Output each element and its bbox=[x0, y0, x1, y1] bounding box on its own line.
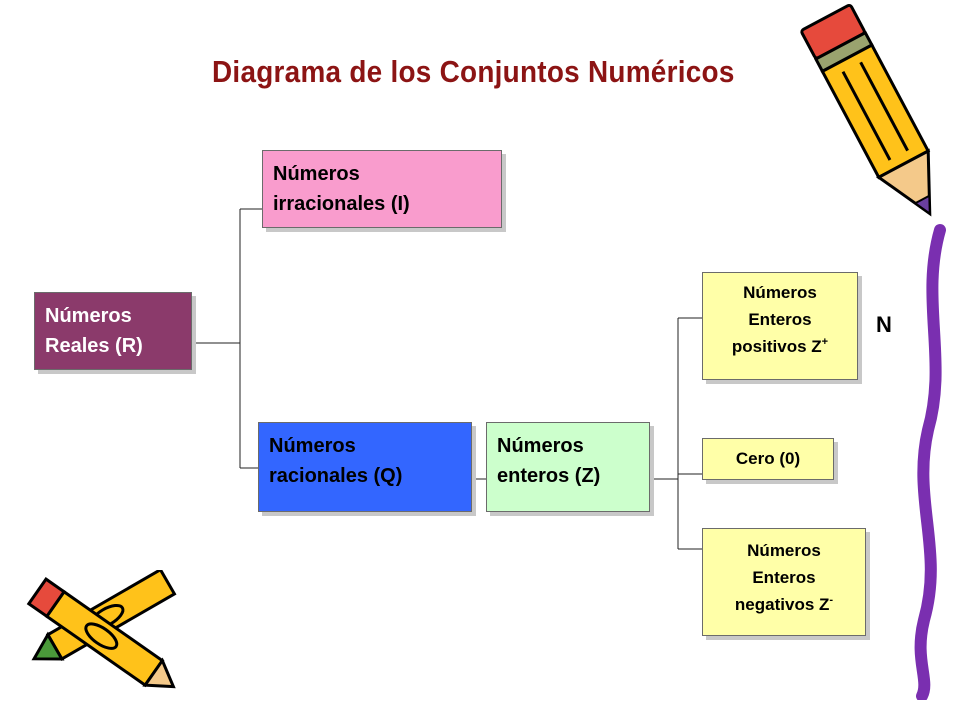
node-enteros-line-2: enteros (Z) bbox=[497, 465, 601, 487]
node-negativos-line-2: Enteros bbox=[752, 568, 816, 587]
n-label: N bbox=[876, 312, 892, 337]
node-negativos-line-3: negativos Z- bbox=[707, 591, 861, 618]
superscript-plus: + bbox=[821, 336, 829, 348]
node-racionales: Números racionales (Q) bbox=[258, 422, 472, 512]
node-reales: Números Reales (R) bbox=[34, 292, 192, 370]
node-racionales-line-2: racionales (Q) bbox=[269, 465, 403, 487]
page-title: Diagrama de los Conjuntos Numéricos bbox=[212, 54, 735, 89]
node-reales-line-2: Reales (R) bbox=[45, 335, 143, 357]
node-enteros-line-1: Números bbox=[497, 435, 584, 457]
node-positivos-line-3: positivos Z+ bbox=[707, 333, 853, 360]
superscript-minus: - bbox=[829, 594, 834, 606]
node-enteros: Números enteros (Z) bbox=[486, 422, 650, 512]
node-positivos-line-3-text: positivos Z bbox=[731, 337, 822, 356]
node-negativos: Números Enteros negativos Z- bbox=[702, 528, 866, 636]
node-cero: Cero (0) bbox=[702, 438, 834, 480]
node-irracionales: Números irracionales (I) bbox=[262, 150, 502, 228]
node-irracionales-line-2: irracionales (I) bbox=[273, 193, 410, 215]
crayon-stroke-icon bbox=[914, 224, 946, 700]
crayon-icon bbox=[26, 570, 177, 689]
node-irracionales-line-1: Números bbox=[273, 163, 360, 185]
node-racionales-line-1: Números bbox=[269, 435, 356, 457]
node-positivos-line-1: Números bbox=[743, 283, 817, 302]
node-negativos-line-3-text: negativos Z bbox=[734, 595, 830, 614]
pencil-icon bbox=[800, 3, 932, 217]
node-reales-line-1: Números bbox=[45, 305, 132, 327]
node-positivos-line-2: Enteros bbox=[748, 310, 812, 329]
node-positivos: Números Enteros positivos Z+ bbox=[702, 272, 858, 380]
node-negativos-line-1: Números bbox=[747, 541, 821, 560]
node-cero-line-1: Cero (0) bbox=[735, 449, 801, 468]
